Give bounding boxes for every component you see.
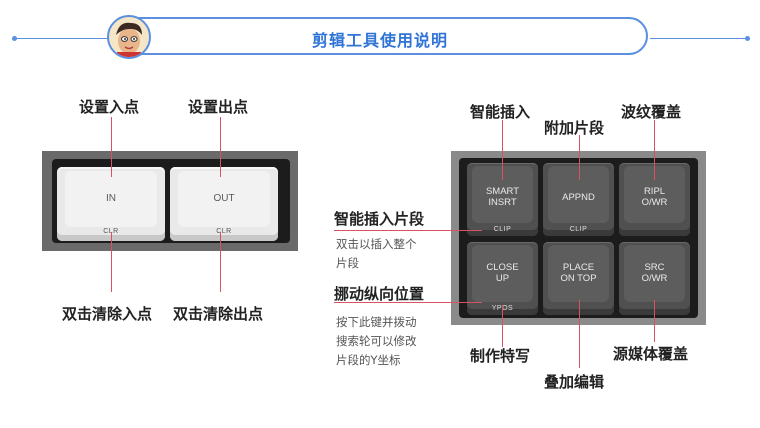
keycap	[178, 171, 270, 227]
key-label-line1: SMART	[485, 186, 520, 197]
caption-ripple-overwrite: 波纹覆盖	[621, 103, 682, 121]
avatar	[107, 15, 151, 59]
key-sublabel: CLIP	[493, 226, 512, 233]
keycap	[548, 245, 609, 302]
append-key[interactable]: APPND CLIP	[543, 163, 614, 236]
desc-move-vertical-2: 搜索轮可以修改	[336, 334, 417, 348]
key-sublabel: CLR	[216, 228, 232, 235]
leader-line	[579, 135, 580, 180]
key-label-line2: INSRT	[488, 197, 517, 208]
desc-smart-insert-clip-2: 片段	[336, 256, 359, 270]
key-label-line2: O/WR	[641, 273, 668, 284]
key-label-line2: ON TOP	[560, 273, 597, 284]
caption-smart-insert: 智能插入	[470, 103, 531, 121]
page-title: 剪辑工具使用说明	[311, 31, 448, 50]
keycap	[624, 245, 685, 302]
out-key[interactable]: OUT CLR	[170, 167, 278, 241]
leader-line	[111, 117, 112, 177]
keycap	[472, 245, 533, 302]
key-label-line2: UP	[495, 273, 510, 284]
leader-line	[111, 232, 112, 292]
leader-line	[502, 120, 503, 180]
key-sublabel: CLIP	[569, 226, 588, 233]
key-sublabel: CLR	[57, 228, 165, 235]
caption-append-clip: 附加片段	[544, 119, 605, 137]
caption-place-on-top: 叠加编辑	[544, 373, 605, 391]
leader-line	[654, 300, 655, 342]
desc-move-vertical-1: 按下此键并拨动	[336, 315, 417, 329]
leader-line	[654, 120, 655, 180]
leader-line	[334, 230, 482, 231]
key-label-line1: RIPL	[643, 186, 666, 197]
header-rule-left	[12, 36, 112, 41]
keycap	[65, 171, 157, 227]
avatar-illustration-icon	[116, 22, 142, 57]
key-label: OUT	[213, 193, 235, 204]
header-rule-right	[650, 36, 750, 41]
leader-line	[220, 117, 221, 177]
key-label-line1: CLOSE	[486, 262, 519, 273]
desc-smart-insert-clip-1: 双击以插入整个	[336, 237, 417, 251]
key-label-line2: O/WR	[641, 197, 668, 208]
leader-line	[220, 232, 221, 292]
caption-clear-in: 双击清除入点	[62, 305, 153, 323]
place-on-top-key[interactable]: PLACE ON TOP	[543, 242, 614, 315]
in-key[interactable]: IN CLR	[57, 167, 165, 241]
caption-set-in: 设置入点	[79, 98, 140, 116]
caption-clear-out: 双击清除出点	[173, 305, 264, 323]
caption-source-overwrite: 源媒体覆盖	[613, 345, 689, 363]
key-label-line1: APPND	[562, 192, 595, 203]
close-up-key[interactable]: CLOSE UP YPOS	[467, 242, 538, 315]
leader-line	[334, 302, 482, 303]
caption-set-out: 设置出点	[188, 98, 249, 116]
key-label-line1: PLACE	[562, 262, 595, 273]
desc-move-vertical-3: 片段的Y坐标	[336, 353, 401, 367]
title-banner: 剪辑工具使用说明	[112, 17, 648, 55]
key-label: IN	[106, 193, 116, 204]
caption-move-vertical: 挪动纵向位置	[334, 285, 425, 303]
caption-smart-insert-clip: 智能插入片段	[334, 210, 425, 228]
keycap	[548, 166, 609, 223]
leader-line	[502, 305, 503, 347]
leader-line	[579, 300, 580, 368]
caption-close-up: 制作特写	[470, 347, 531, 365]
key-label-line1: SRC	[644, 262, 665, 273]
